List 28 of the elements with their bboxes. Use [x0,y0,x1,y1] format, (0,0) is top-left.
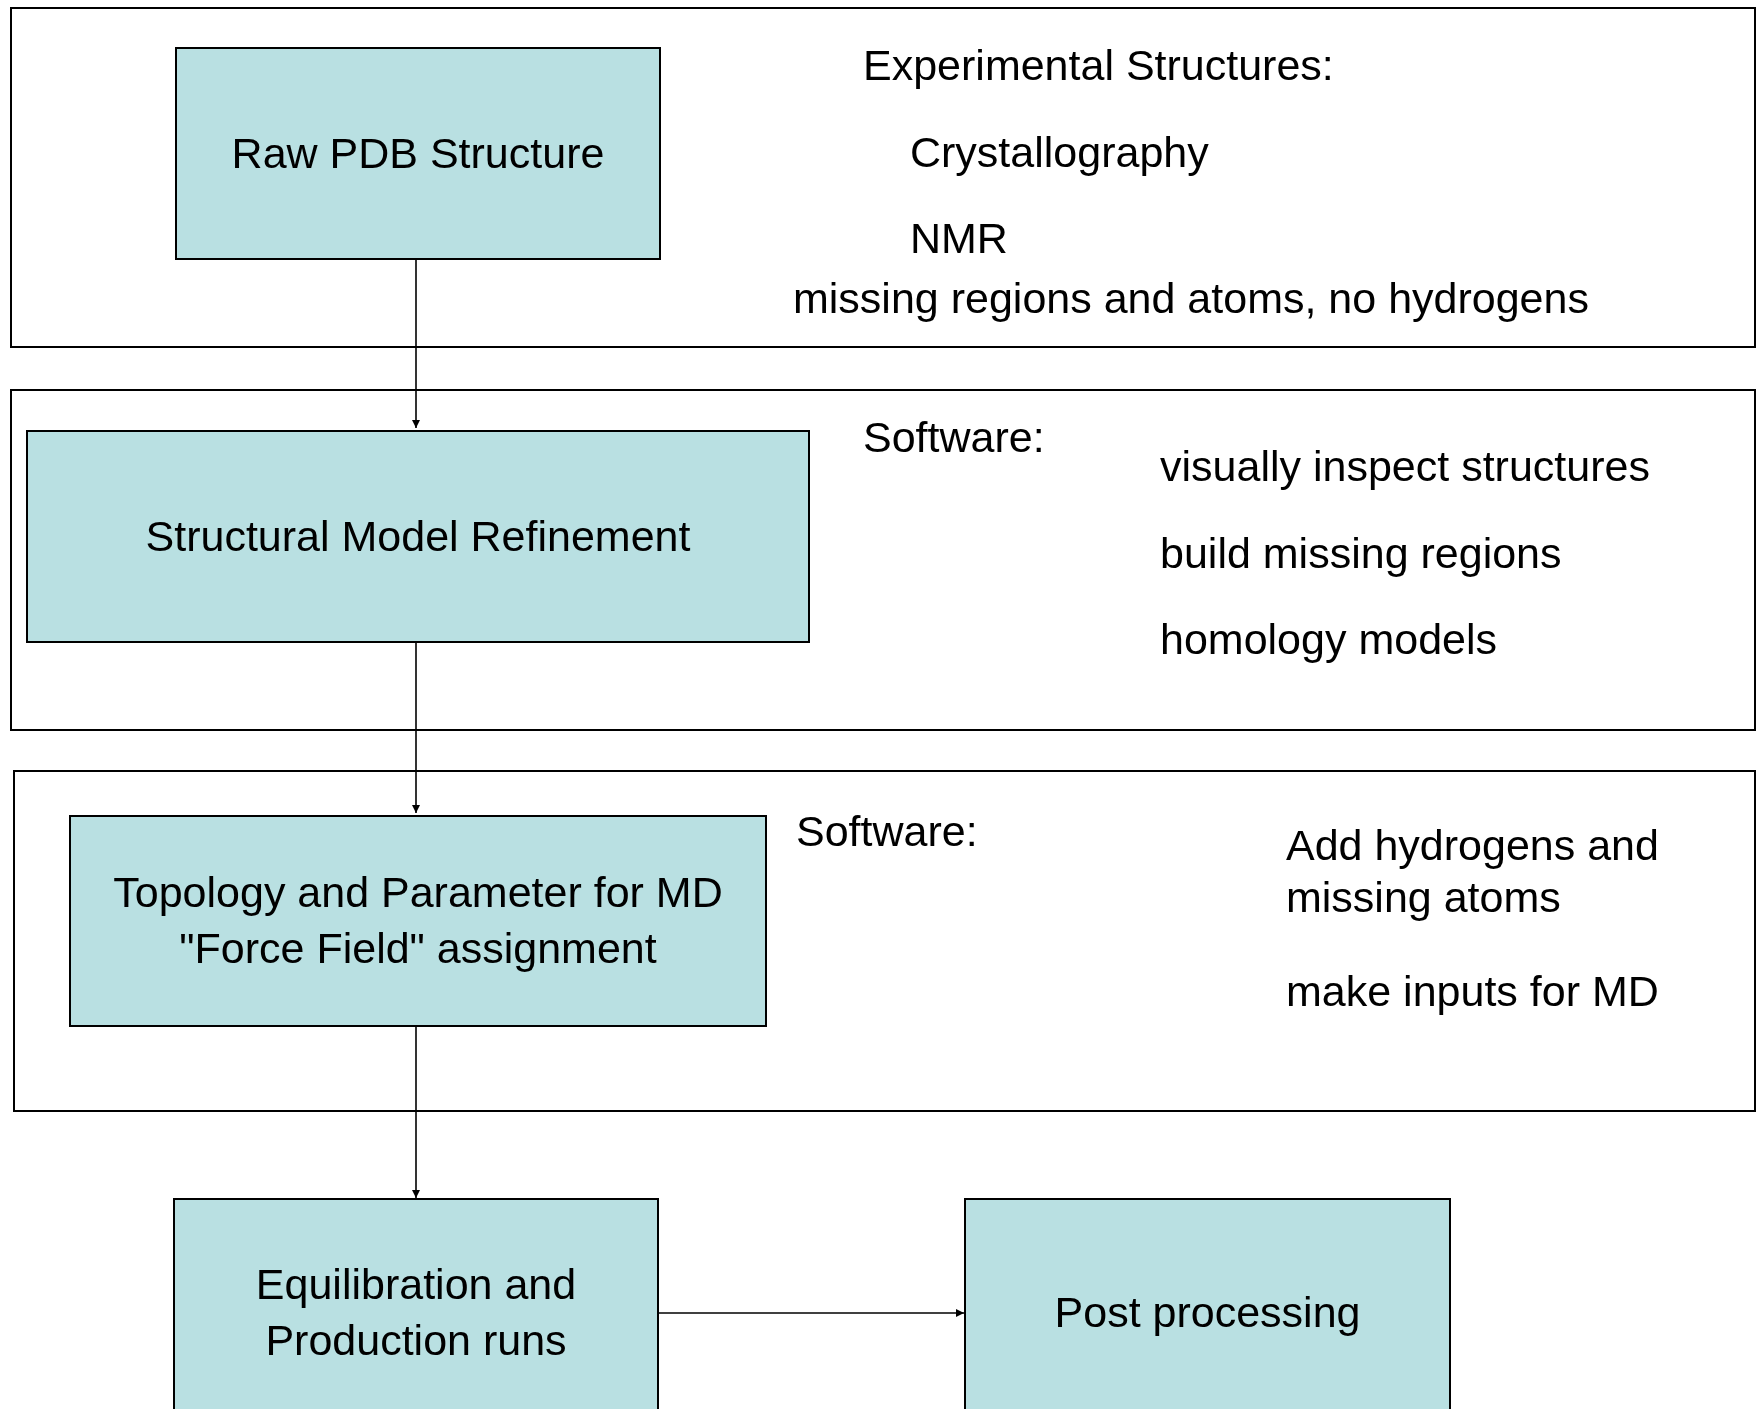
process-box [69,815,767,1027]
process-box [175,47,661,260]
process-label: Post processing [1054,1287,1361,1339]
section-text: Software: [796,806,978,857]
section-text: Add hydrogens and missing atoms [1286,820,1660,923]
section-panel [10,389,1756,731]
process-box [964,1198,1451,1409]
section-panel [13,770,1756,1112]
arrow [658,1309,965,1317]
section-text: NMR [910,213,1008,264]
section-text: homology models [1160,614,1497,665]
arrow [412,640,420,814]
process-label: Structural Model Refinement [145,510,691,562]
section-text: build missing regions [1160,528,1562,579]
section-panel [10,7,1756,348]
section-text: Experimental Structures: [863,40,1334,91]
section-text: visually inspect structures [1160,441,1650,492]
process-box [26,430,810,643]
process-box [173,1198,659,1409]
section-text: missing regions and atoms, no hydrogens [793,273,1589,324]
arrow [412,1024,420,1199]
process-label: Topology and Parameter for MD "Force Field" assignment [112,867,724,974]
process-label: Raw PDB Structure [231,127,605,179]
process-label: Equilibration and Production runs [254,1259,578,1366]
section-text: make inputs for MD [1286,966,1659,1017]
section-text: Software: [863,412,1045,463]
arrow [412,257,420,429]
section-text: Crystallography [910,127,1209,178]
